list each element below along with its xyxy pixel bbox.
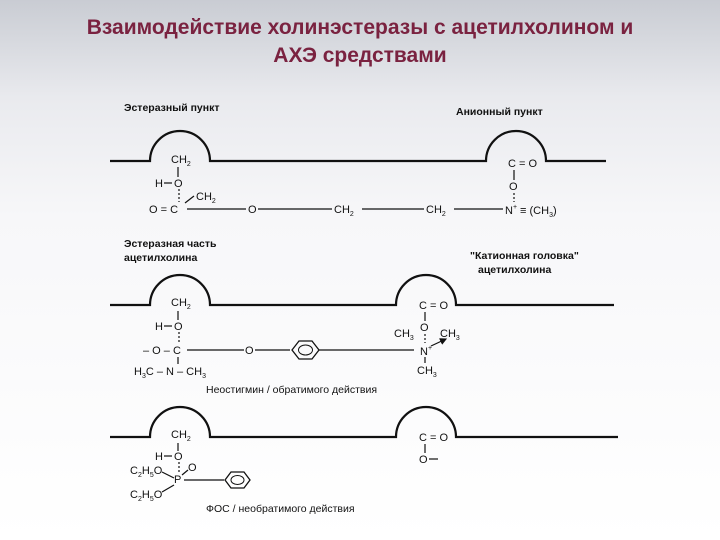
atom-eq-o-3: O [188,462,197,474]
atom-h-2: H [155,321,163,333]
atom-c2h5o-top: C2H5O [130,465,163,479]
bond [161,484,175,493]
label-esteratic-part-1: Эстеразная часть [124,238,217,250]
atom-ch2-2: CH2 [171,297,191,311]
atom-ch2-1: CH2 [171,154,191,168]
slide-title: Взаимодействие холинэстеразы с ацетилхол… [0,14,720,70]
atom-ch2-chain-b: CH2 [426,204,446,218]
atom-h3c-n-ch3: H3C– N – CH3 [134,366,206,380]
atom-o-anion-2: O [420,322,429,334]
atom-c-eq-o-2: C = O [419,300,448,312]
title-line-1: Взаимодействие холинэстеразы с ацетилхол… [86,16,634,39]
benzene-ring-inner [298,344,313,356]
bond [184,195,195,204]
bond [181,469,189,476]
label-cationic-head-2: ацетилхолина [478,264,551,276]
atom-c2h5o-bottom: C2H5O [130,489,163,503]
atom-o-2: O [174,321,183,333]
arrow [430,338,448,347]
atom-c-eq-o-1: C = O [508,158,537,170]
atom-ch2-3: CH2 [171,429,191,443]
atom-o-anion-3: O [419,454,428,466]
enzyme-surface-3 [110,405,618,439]
atom-o-3: O [174,451,183,463]
atom-ch3-bottom-2: CH3 [417,365,437,379]
enzyme-surface-1 [110,129,606,163]
label-esteratic-part-2: ацетилхолина [124,252,197,264]
phenyl-ring-inner [230,475,245,485]
atom-ch3-right-2: CH3 [440,328,460,342]
label-esteratic-site: Эстеразный пункт [124,102,220,114]
phenyl-ring-icon [224,471,251,489]
label-anionic-site: Анионный пункт [456,106,543,118]
atom-c-eq-o-3: C = O [419,432,448,444]
atom-h-3: H [155,451,163,463]
atom-o-eq-c-1: O = C [149,204,178,216]
title-line-2: АХЭ средствами [273,44,447,67]
atom-p-3: P [174,474,181,486]
caption-fos: ФОС / необратимого действия [206,503,355,515]
atom-o-ester-2: O [245,345,254,357]
atom-h-1: H [155,178,163,190]
label-cationic-head-1: "Катионная головка" [470,250,579,262]
atom-ch2-methyl-1: CH2 [196,191,216,205]
atom-o-c-2: – O – C [143,345,181,357]
atom-o-ester-1: O [248,204,257,216]
enzyme-surface-2 [110,273,614,307]
caption-neostigmine: Неостигмин / обратимого действия [206,384,377,396]
atom-o-1: O [174,178,183,190]
atom-ch2-chain-a: CH2 [334,204,354,218]
benzene-ring-icon [291,340,320,360]
atom-n-2: N+ [420,345,432,358]
atom-ch3-left-2: CH3 [394,328,414,342]
bond [161,471,175,479]
atom-n-1: N+≡ (CH3) [505,204,557,219]
atom-o-anion-1: O [509,181,518,193]
